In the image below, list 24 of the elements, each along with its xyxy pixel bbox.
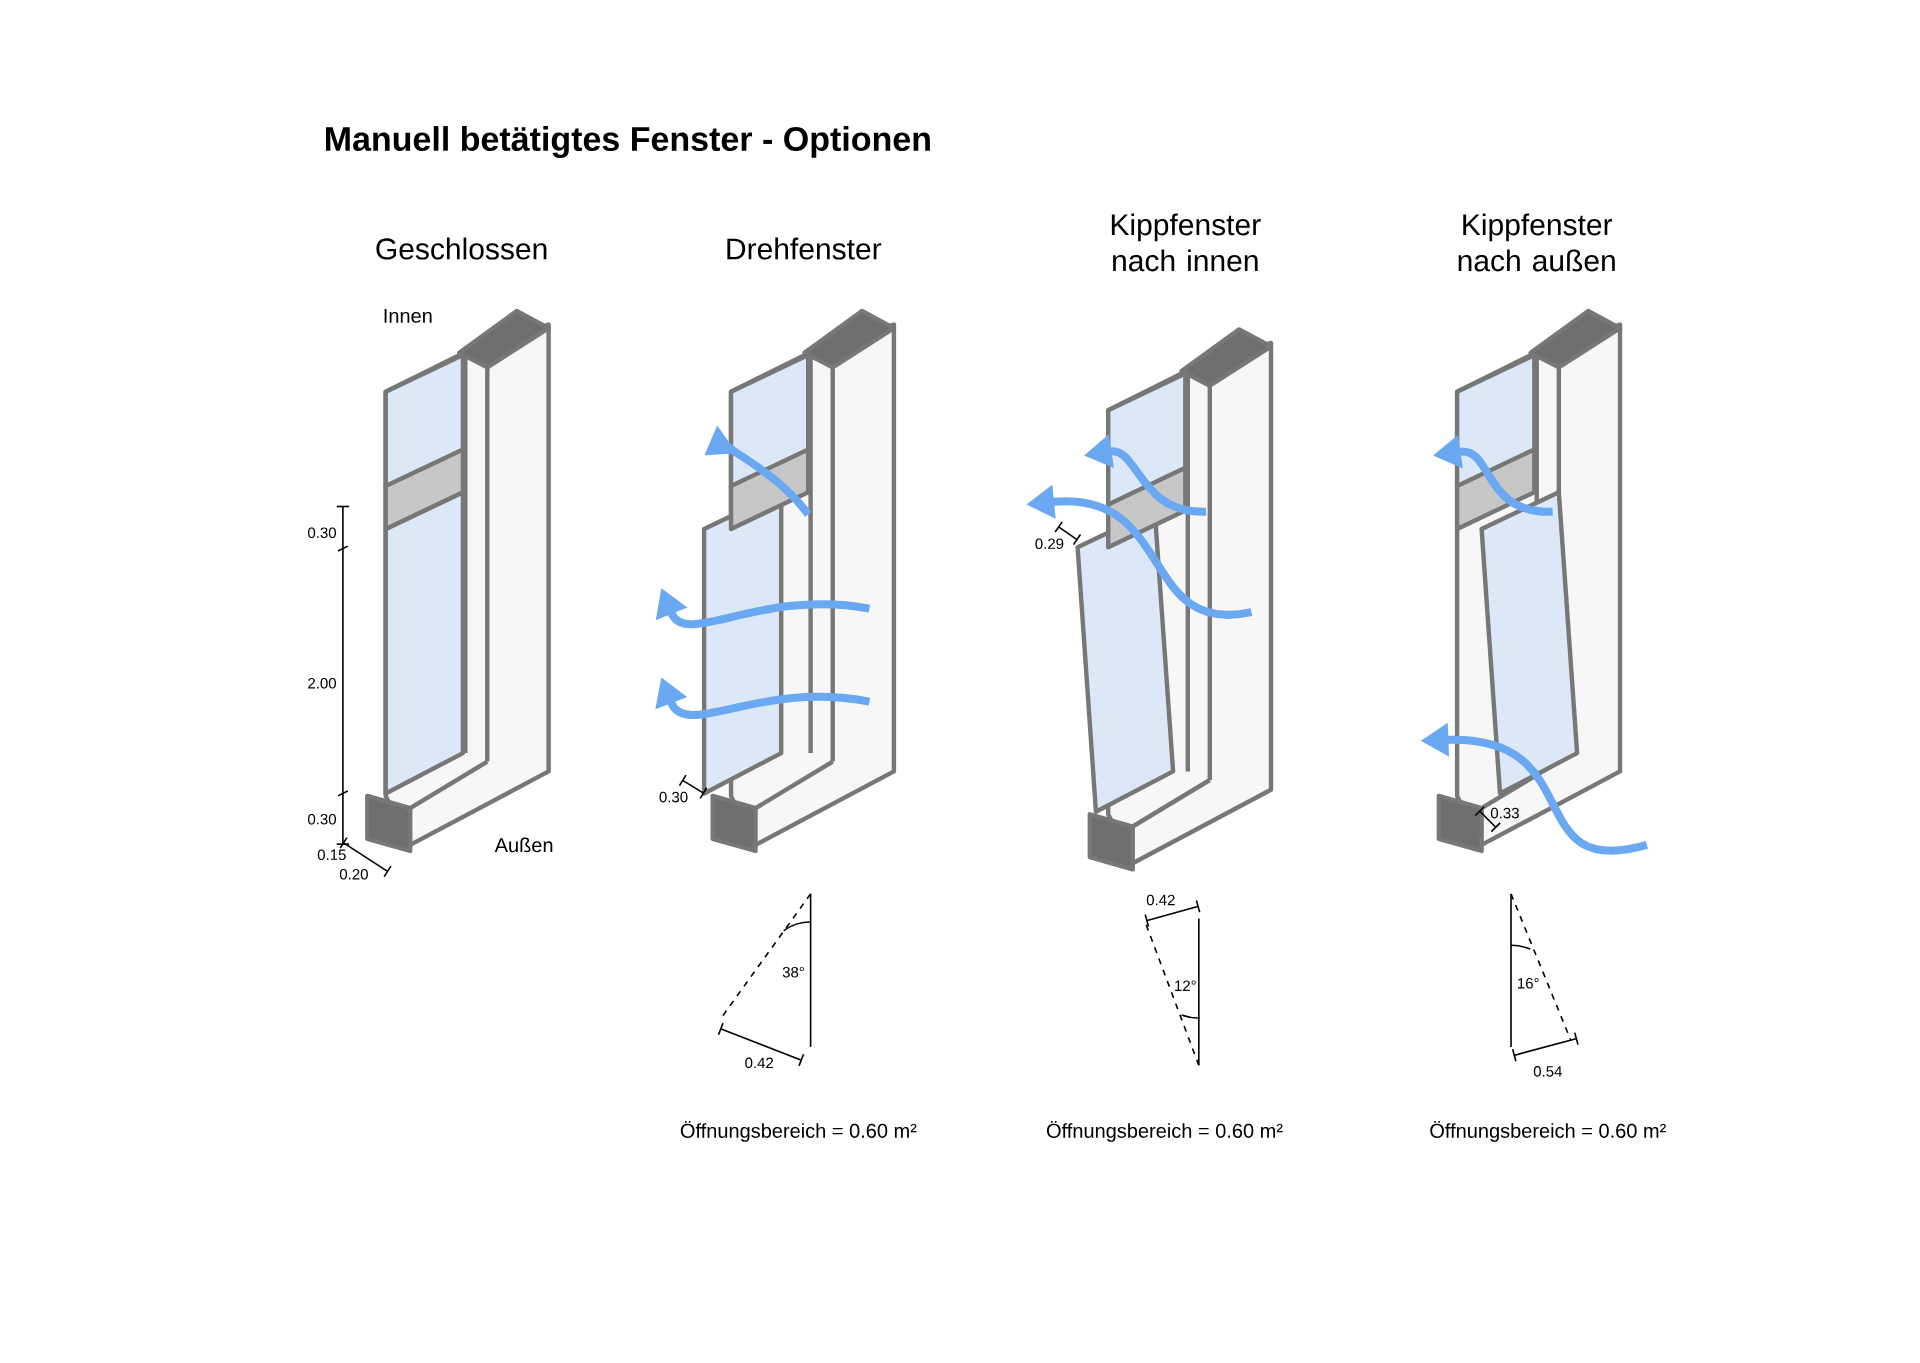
angle-label: 16° (1518, 978, 1539, 989)
dimension-label: 0.30 (659, 791, 688, 803)
area-label: Öffnungsbereich = 0.60 m² (680, 1120, 917, 1142)
dimension-label: 0.42 (745, 1057, 774, 1069)
angle-label: 38° (782, 966, 804, 978)
heading: Geschlossen (376, 237, 547, 260)
dimension-label: 0.30 (308, 813, 336, 825)
heading: Kippfenster nach innen (1111, 213, 1261, 272)
title: Manuell betätigtes Fenster - Optionen (326, 126, 930, 158)
dimension-label: 2.00 (308, 678, 336, 689)
dimension-label: 0.29 (1035, 538, 1064, 549)
dimension-label: 0.15 (317, 849, 346, 860)
angle-label: 12° (1175, 980, 1196, 991)
dimension-label: 0.30 (308, 527, 336, 538)
area-label: Öffnungsbereich = 0.60 m² (1430, 1120, 1666, 1142)
dimension-label: 0.54 (1533, 1066, 1562, 1077)
dimension-label: 0.33 (1490, 807, 1519, 819)
heading: Kippfenster nach außen (1458, 213, 1615, 272)
room-label: Innen (384, 308, 432, 323)
dimension-label: 0.42 (1146, 894, 1175, 906)
area-label: Öffnungsbereich = 0.60 m² (1046, 1120, 1283, 1142)
heading: Drehfenster (727, 237, 882, 260)
room-label: Außen (494, 837, 553, 853)
dimension-label: 0.20 (339, 869, 368, 880)
